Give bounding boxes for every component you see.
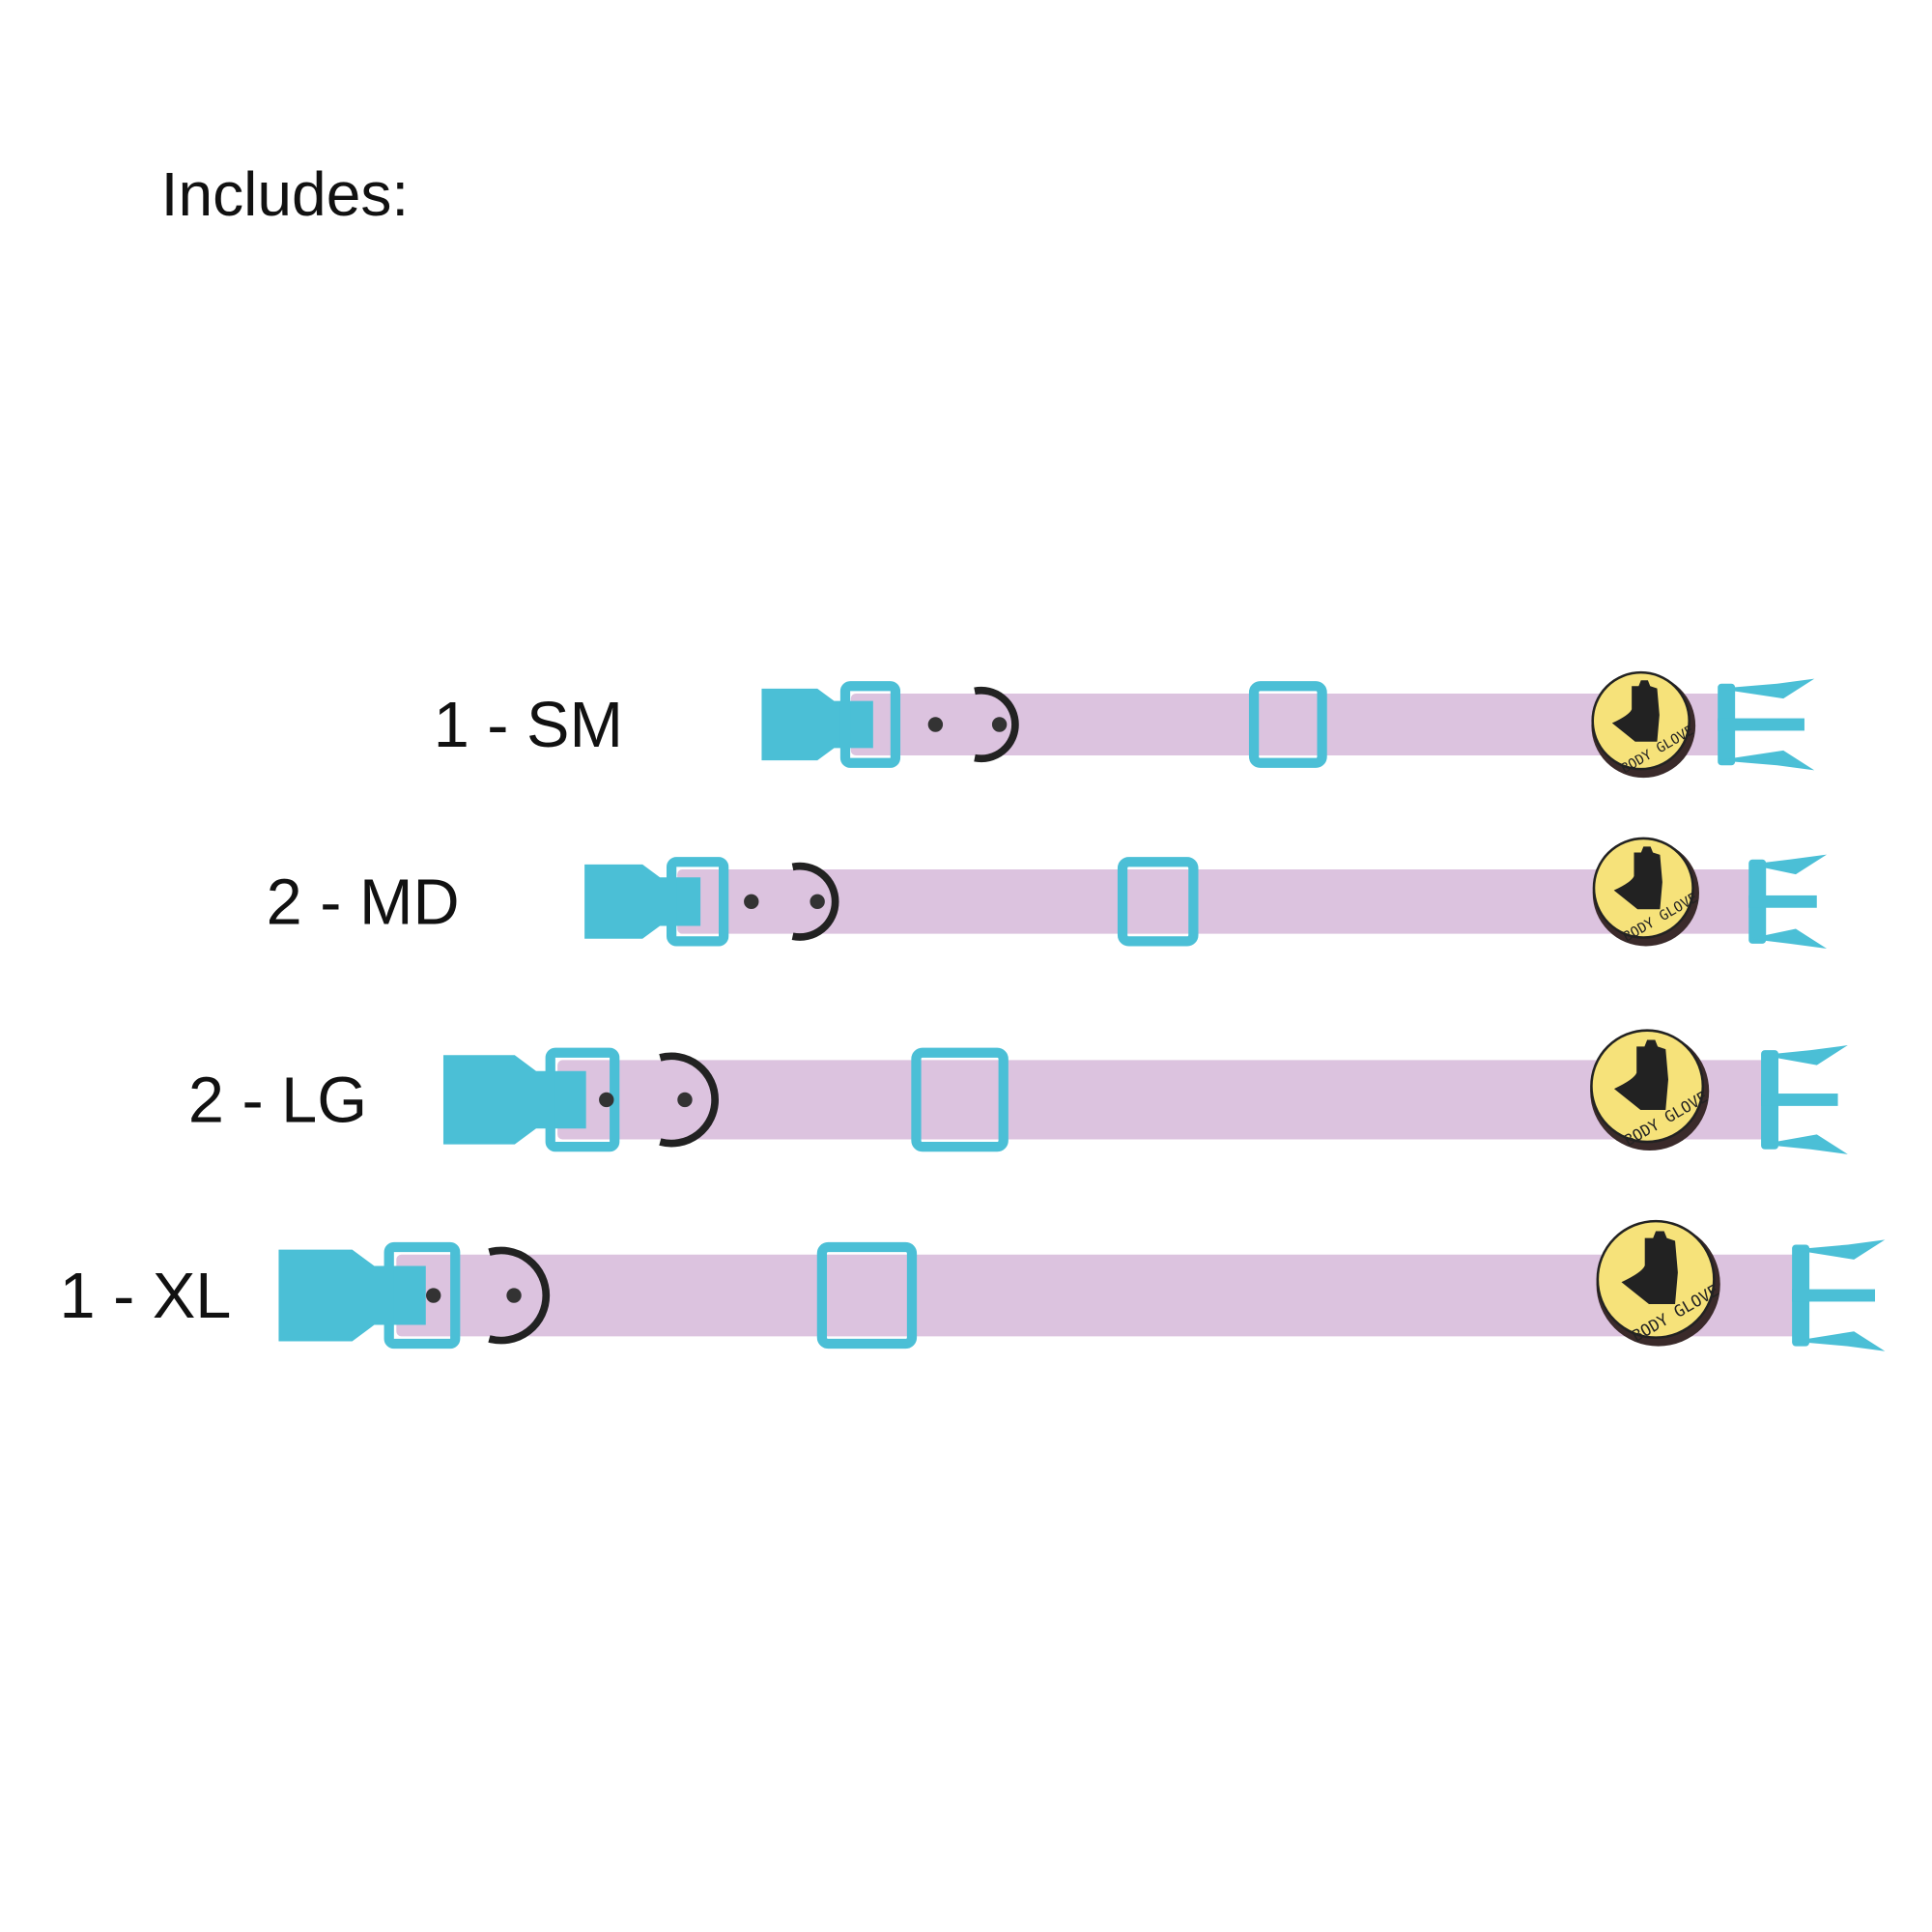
hand-icon — [1621, 1231, 1678, 1304]
hand-icon — [1611, 680, 1660, 742]
rivet — [426, 1288, 441, 1303]
body-glove-badge: BODY GLOVE — [1591, 670, 1697, 779]
rivet — [506, 1288, 522, 1303]
buckle-loop — [545, 1047, 620, 1152]
hand-icon — [1613, 846, 1662, 910]
collar-md: 2 - MD BODY GLOVE — [267, 837, 1828, 950]
size-label: 2 - MD — [267, 867, 460, 938]
buckle-loop — [839, 681, 901, 768]
buckle-arm — [1718, 750, 1815, 771]
buckle-arm — [1748, 928, 1828, 950]
strap-slider — [911, 1047, 1009, 1152]
d-ring — [791, 862, 839, 941]
includes-title: Includes: — [161, 159, 410, 229]
collar-strap — [557, 1060, 1772, 1140]
buckle-arm — [1761, 1045, 1848, 1065]
buckle-arm — [1718, 678, 1815, 699]
buckle-prong — [1748, 895, 1817, 908]
collar-lg: 2 - LG BODY GLOVE — [188, 1029, 1848, 1154]
buckle-arm — [1761, 1134, 1848, 1154]
d-ring — [659, 1052, 719, 1148]
collar-xl: 1 - XL BODY GLOVE — [60, 1219, 1886, 1351]
strap-slider — [1248, 681, 1327, 768]
body-glove-badge: BODY GLOVE — [1590, 1029, 1711, 1151]
d-ring — [488, 1246, 551, 1345]
buckle-loop — [384, 1241, 461, 1350]
collar-sm: 1 - SM BODY GLOVE — [434, 670, 1815, 779]
rivet — [991, 717, 1008, 732]
buckle-prong — [1761, 1094, 1838, 1106]
rivet — [744, 894, 759, 910]
rivet — [810, 894, 825, 910]
strap-slider — [816, 1241, 918, 1350]
strap-slider — [1117, 857, 1199, 947]
size-label: 1 - SM — [434, 690, 623, 761]
body-glove-badge: BODY GLOVE — [1592, 837, 1700, 947]
buckle-prong — [1792, 1289, 1876, 1302]
buckle-arm — [1748, 854, 1828, 875]
collar-strap — [850, 693, 1728, 756]
collar-strap — [677, 869, 1759, 934]
rivet — [927, 717, 944, 732]
rivet — [599, 1092, 614, 1108]
size-label: 1 - XL — [60, 1261, 232, 1332]
body-glove-badge: BODY GLOVE — [1596, 1219, 1722, 1347]
d-ring — [974, 686, 1019, 763]
size-label: 2 - LG — [188, 1065, 367, 1137]
buckle-prong — [1718, 718, 1804, 731]
hand-icon — [1613, 1039, 1669, 1110]
buckle-loop — [667, 857, 729, 947]
collar-strap — [396, 1254, 1803, 1337]
rivet — [677, 1092, 693, 1108]
